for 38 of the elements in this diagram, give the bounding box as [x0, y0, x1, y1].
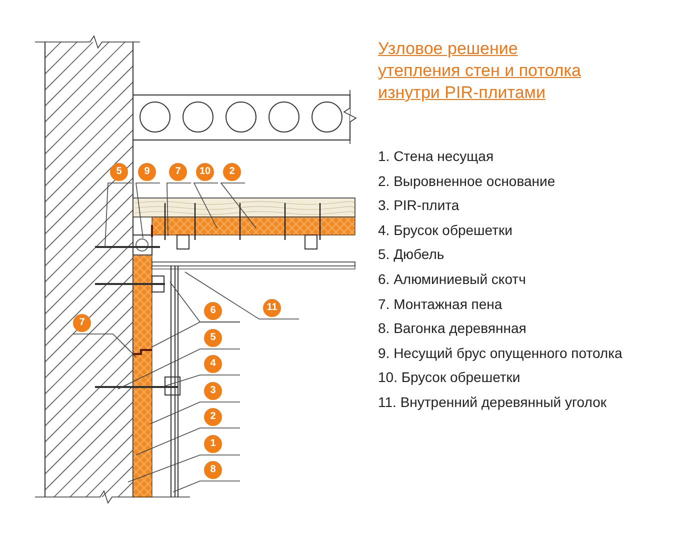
- callout-number: 4: [204, 355, 222, 373]
- legend-item: 5. Дюбель: [378, 245, 446, 264]
- callout-number: 10: [196, 163, 214, 181]
- legend-item: 10. Брусок обрешетки: [378, 368, 522, 388]
- callout-number: 8: [204, 461, 222, 479]
- callout-number: 3: [204, 382, 222, 400]
- legend-item: 4. Брусок обрешетки: [378, 220, 514, 240]
- callout-number: 9: [138, 163, 156, 181]
- leader-line: [152, 322, 240, 348]
- leader-line: [164, 374, 240, 386]
- legend-item: 3. PIR-плита: [378, 196, 460, 216]
- callout-number: 2: [223, 163, 241, 181]
- callout-number: 2: [204, 408, 222, 426]
- legend-item: 8. Вагонка деревянная: [378, 319, 528, 338]
- leader-line: [166, 182, 192, 236]
- leader-line: [136, 182, 160, 238]
- legend-item: 7. Монтажная пена: [378, 294, 504, 314]
- leader-line: [118, 348, 240, 390]
- leader-line: [150, 402, 240, 424]
- legend-item: 11. Внутренний деревянный уголок: [378, 392, 608, 412]
- callout-number: 6: [204, 302, 222, 320]
- callout-number: 7: [169, 163, 187, 181]
- legend-item: 6. Алюминиевый скотч: [378, 270, 527, 289]
- leader-line: [72, 334, 136, 358]
- callout-number: 11: [263, 299, 281, 317]
- leader-line: [193, 182, 218, 228]
- callout-number: 1: [204, 435, 222, 453]
- leader-line: [104, 182, 132, 248]
- leader-line: [220, 182, 256, 228]
- leader-line: [172, 480, 240, 492]
- legend-item: 9. Несущий брус опущенного потолка: [378, 344, 622, 363]
- legend-item: 2. Выровненное основание: [378, 172, 556, 191]
- title: Узловое решение утепления стен и потолка изнутри PIR-плитами: [378, 38, 582, 104]
- callout-number: 5: [204, 329, 222, 347]
- leader-line: [184, 272, 300, 320]
- leader-line: [128, 454, 240, 482]
- leader-line: [136, 428, 240, 456]
- legend-item: 1. Стена несущая: [378, 147, 495, 166]
